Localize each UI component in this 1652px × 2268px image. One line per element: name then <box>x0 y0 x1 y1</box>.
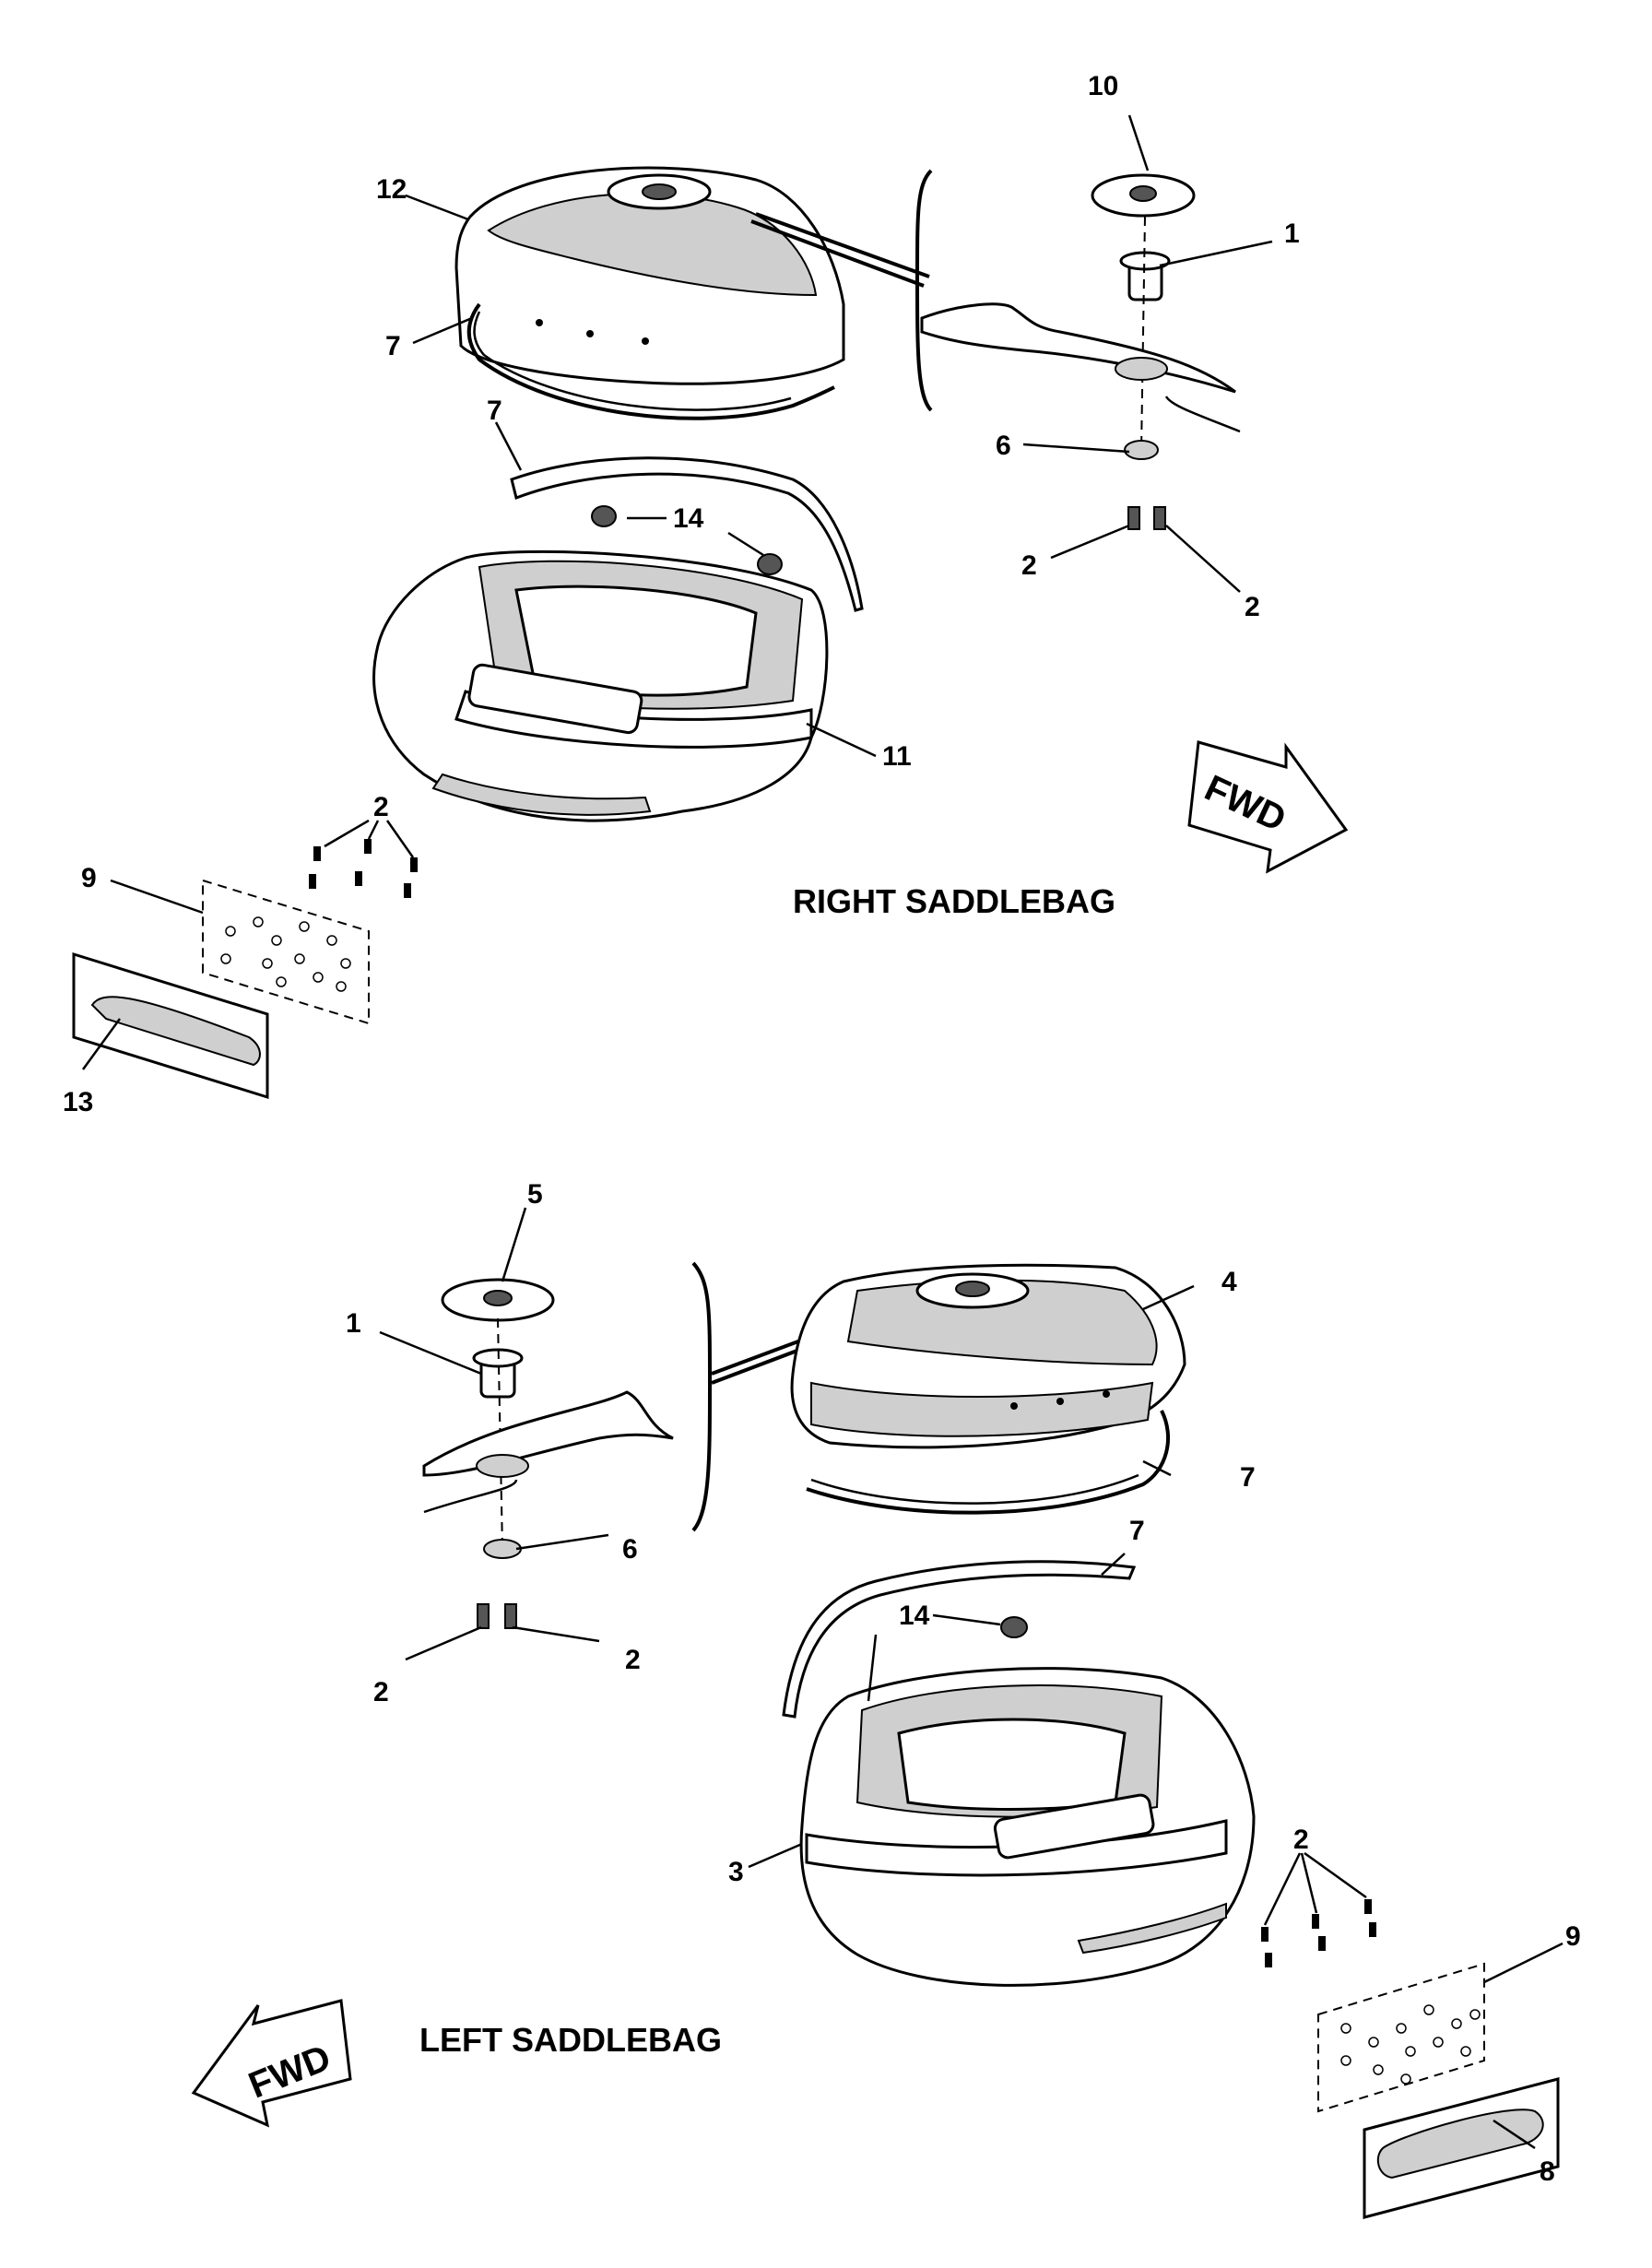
left-case-part-3 <box>799 1667 1256 1987</box>
right-screws-lower-part-2 <box>309 839 418 898</box>
callout-r9: 9 <box>81 863 97 893</box>
left-latch-assembly <box>422 1278 674 1629</box>
callout-r6: 6 <box>996 431 1011 461</box>
left-screws-part-2 <box>477 1603 517 1629</box>
right-seal-strip-part-7 <box>510 456 864 612</box>
callout-l2b: 2 <box>625 1645 641 1675</box>
left-saddlebag-assembly <box>422 1261 1560 2219</box>
callout-l1: 1 <box>346 1308 361 1339</box>
callout-r2a: 2 <box>1021 550 1037 581</box>
callout-l7b: 7 <box>1129 1516 1145 1546</box>
callout-labels: 10 1 12 7 7 6 14 2 2 11 2 9 13 5 1 4 7 6… <box>63 71 1581 2187</box>
callout-l8: 8 <box>1540 2156 1555 2187</box>
callout-l9: 9 <box>1565 1921 1581 1952</box>
callout-l2c: 2 <box>1293 1825 1309 1855</box>
callout-r13: 13 <box>63 1087 93 1117</box>
right-screws-part-2 <box>1127 506 1166 530</box>
right-saddlebag-title: RIGHT SADDLEBAG <box>793 882 1115 920</box>
callout-l3: 3 <box>728 1857 744 1887</box>
right-lid-part-12 <box>454 166 845 385</box>
right-screw-box-part-9 <box>202 879 370 1025</box>
left-plate-part-6 <box>483 1539 522 1559</box>
right-saddlebag-assembly <box>72 166 1241 1100</box>
callout-r10: 10 <box>1088 71 1118 101</box>
left-lid-part-4 <box>790 1263 1186 1449</box>
right-grommet-part-14 <box>591 505 783 575</box>
left-reflector-part-8 <box>1363 2077 1560 2219</box>
fwd-arrow-left: FWD <box>191 1999 352 2128</box>
leader-lines <box>81 114 1564 2150</box>
right-case-part-11 <box>372 549 829 822</box>
right-latch-assembly <box>920 173 1241 530</box>
callout-r14: 14 <box>673 503 704 534</box>
left-seal-upper-part-7 <box>806 1410 1171 1515</box>
left-seal-strip-part-7 <box>782 1560 1137 1719</box>
callout-r1: 1 <box>1284 219 1300 249</box>
left-screw-box-part-9 <box>1317 1962 1485 2113</box>
fwd-arrow-right: FWD <box>1187 740 1349 874</box>
left-screws-lower-part-2 <box>1261 1899 1376 1967</box>
callout-l6: 6 <box>622 1534 638 1565</box>
callout-r2c: 2 <box>373 792 389 822</box>
left-saddlebag-title: LEFT SADDLEBAG <box>419 2021 722 2059</box>
callout-r2b: 2 <box>1245 592 1260 622</box>
callout-r12: 12 <box>376 174 407 205</box>
callout-r11: 11 <box>882 741 912 772</box>
callout-l4: 4 <box>1221 1267 1237 1297</box>
right-reflector-part-13 <box>72 951 269 1100</box>
callout-r7a: 7 <box>385 331 401 361</box>
callout-l14: 14 <box>899 1601 930 1631</box>
callout-l2a: 2 <box>373 1677 389 1707</box>
callout-l5: 5 <box>527 1179 543 1210</box>
right-seal-upper-part-7 <box>466 302 835 420</box>
callout-l7a: 7 <box>1240 1462 1256 1493</box>
right-plate-part-6 <box>1124 440 1159 460</box>
callout-r7b: 7 <box>487 396 502 426</box>
